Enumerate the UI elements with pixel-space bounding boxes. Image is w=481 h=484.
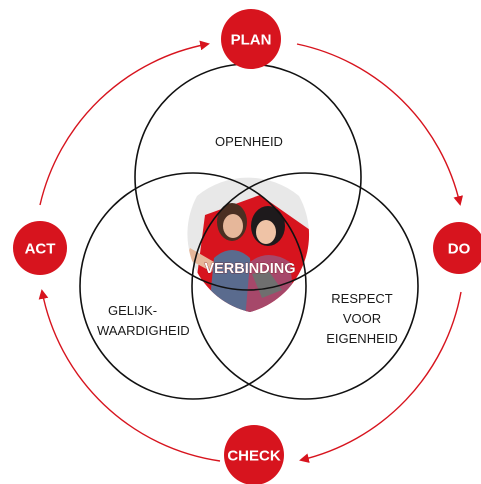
center-label: VERBINDING [204, 261, 295, 277]
label-respect-line1: RESPECT [331, 291, 392, 306]
badge-do[interactable]: DO [433, 222, 481, 274]
badge-do-label: DO [448, 241, 471, 258]
center-illustration [187, 177, 310, 312]
label-respect-line2: VOOR [343, 311, 381, 326]
badge-act-label: ACT [25, 241, 56, 258]
arrow-act-to-plan [39, 40, 210, 206]
badge-check-label: CHECK [227, 448, 281, 465]
label-respect-line3: EIGENHEID [326, 331, 398, 346]
badge-plan[interactable]: PLAN [221, 9, 281, 69]
arrow-plan-to-do [296, 43, 464, 206]
badge-act[interactable]: ACT [13, 221, 67, 275]
label-gelijk-line2: WAARDIGHEID [97, 323, 190, 338]
arrow-check-to-act [38, 289, 221, 462]
label-openheid: OPENHEID [215, 134, 283, 149]
circle-respect [191, 172, 419, 400]
badge-check[interactable]: CHECK [224, 425, 284, 484]
label-gelijkwaardigheid: GELIJK- WAARDIGHEID [97, 303, 190, 338]
label-respect: RESPECT VOOR EIGENHEID [326, 291, 398, 346]
label-gelijk-line1: GELIJK- [108, 303, 157, 318]
badge-plan-label: PLAN [231, 32, 272, 49]
cycle-arrows [38, 40, 464, 463]
arrow-do-to-check [299, 291, 462, 463]
circle-gelijkwaardigheid [79, 172, 307, 400]
